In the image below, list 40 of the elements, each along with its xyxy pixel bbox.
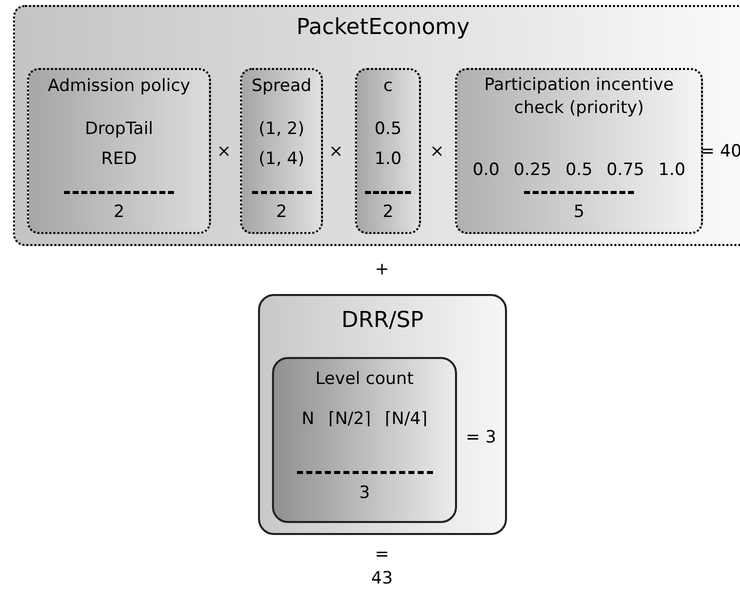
operator-label: × xyxy=(430,140,444,164)
option-count: 2 xyxy=(382,201,394,224)
operator-label: × xyxy=(328,140,344,164)
parameter-box xyxy=(272,357,457,523)
operator-label: 43 xyxy=(371,567,393,590)
parameter-box xyxy=(355,68,421,234)
option-value: DropTail xyxy=(84,118,154,141)
operator-label: × xyxy=(216,140,232,164)
option-value: 0.25 xyxy=(514,159,552,182)
option-value: 1.0 xyxy=(658,159,686,182)
option-value: 0.5 xyxy=(374,118,402,141)
box-heading: c xyxy=(382,75,394,98)
option-count: 5 xyxy=(572,201,586,224)
group-box xyxy=(258,294,507,535)
option-count: 2 xyxy=(112,201,126,224)
option-value: ⌈N/4⌉ xyxy=(384,408,428,431)
box-heading: Level count xyxy=(314,368,415,391)
box-heading: PacketEconomy xyxy=(295,14,471,42)
option-count: 2 xyxy=(275,201,288,224)
box-heading: Admission policy xyxy=(46,75,192,98)
box-heading: DRR/SP xyxy=(340,307,425,335)
option-value: 0.0 xyxy=(472,159,500,182)
parameter-box xyxy=(27,68,211,234)
box-heading: Participation incentive check (priority) xyxy=(483,74,675,120)
parameter-box xyxy=(455,68,703,234)
operator-label: = 3 xyxy=(466,426,496,450)
group-box xyxy=(13,5,740,246)
option-value: RED xyxy=(101,148,137,171)
option-value: 1.0 xyxy=(374,148,402,171)
option-count: 3 xyxy=(358,482,371,505)
parameter-box xyxy=(240,68,323,234)
option-value: N xyxy=(302,408,314,431)
option-value: 0.5 xyxy=(565,159,593,182)
option-value: 0.75 xyxy=(606,159,644,182)
option-value: (1, 4) xyxy=(258,148,304,171)
option-value: (1, 2) xyxy=(258,118,304,141)
operator-label: + xyxy=(374,258,390,282)
box-heading: Spread xyxy=(250,75,312,98)
operator-label: = xyxy=(374,543,390,566)
option-value: ⌈N/2⌉ xyxy=(328,408,371,431)
